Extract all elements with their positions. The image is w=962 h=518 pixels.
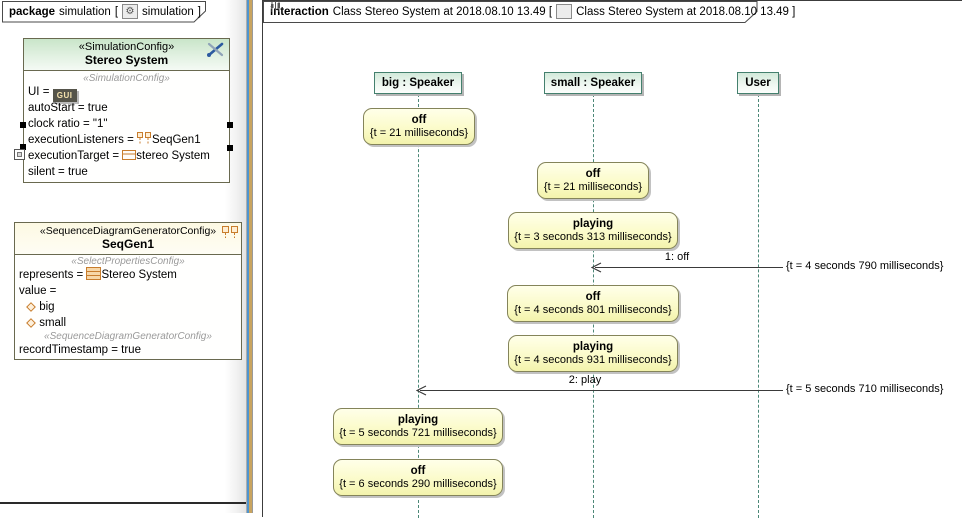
config-title: SeqGen1 bbox=[101, 237, 155, 251]
pane-splitter-tan[interactable] bbox=[249, 0, 252, 513]
state-big-off-2[interactable]: off {t = 6 seconds 290 milliseconds} bbox=[333, 459, 503, 496]
state-time: {t = 5 seconds 721 milliseconds} bbox=[339, 426, 497, 439]
value-option-small[interactable]: small bbox=[19, 315, 237, 331]
simulation-config-header[interactable]: «SimulationConfig» Stereo System bbox=[24, 39, 229, 71]
body-stereotype: «SimulationConfig» bbox=[83, 73, 170, 84]
state-name: off bbox=[410, 464, 426, 477]
message-2-line[interactable] bbox=[420, 390, 783, 391]
target-value: stereo System bbox=[136, 150, 210, 162]
value-option-big[interactable]: big bbox=[19, 299, 237, 315]
pane-splitter-line bbox=[246, 0, 247, 513]
select-properties-stereotype: «SelectPropertiesConfig» bbox=[71, 256, 185, 267]
class-stripes-icon bbox=[86, 267, 102, 285]
represents-value: Stereo System bbox=[101, 269, 177, 281]
state-big-playing[interactable]: playing {t = 5 seconds 721 milliseconds} bbox=[333, 408, 503, 445]
class-icon bbox=[122, 150, 137, 166]
property-record-timestamp[interactable]: recordTimestamp = true bbox=[19, 344, 141, 356]
simulation-config-box[interactable]: «SimulationConfig» Stereo System «Simula… bbox=[23, 38, 230, 183]
stereotype-label: «SimulationConfig» bbox=[78, 41, 175, 53]
message-1-time-constraint[interactable]: {t = 4 seconds 790 milliseconds} bbox=[786, 260, 944, 272]
gear-icon: ⚙ bbox=[122, 4, 139, 19]
state-small-off-1[interactable]: off {t = 21 milliseconds} bbox=[537, 162, 649, 199]
lifeline-head-user[interactable]: User bbox=[737, 72, 779, 94]
seqgen-config-box[interactable]: «SequenceDiagramGeneratorConfig» SeqGen1… bbox=[14, 222, 242, 360]
message-2-arrowhead bbox=[416, 385, 427, 396]
property-ui[interactable]: UI = GUI bbox=[28, 84, 225, 102]
bracket-open: [ bbox=[114, 5, 119, 18]
lifeline-label: User bbox=[745, 77, 771, 89]
message-1-line[interactable] bbox=[595, 267, 783, 268]
selection-handle[interactable] bbox=[227, 145, 233, 151]
property-represents[interactable]: represents = Stereo System bbox=[19, 267, 237, 283]
message-1-arrowhead bbox=[591, 262, 602, 273]
lifeline-line-big[interactable] bbox=[418, 94, 419, 518]
pane-splitter-gray bbox=[252, 0, 253, 513]
diamond-icon bbox=[26, 317, 36, 333]
state-time: {t = 4 seconds 931 milliseconds} bbox=[514, 353, 672, 366]
package-diagram-name: simulation bbox=[142, 5, 194, 18]
state-big-off-1[interactable]: off {t = 21 milliseconds} bbox=[363, 108, 475, 145]
state-time: {t = 21 milliseconds} bbox=[543, 180, 643, 193]
state-time: {t = 3 seconds 313 milliseconds} bbox=[514, 230, 672, 243]
lifeline-label: small : Speaker bbox=[550, 77, 636, 89]
state-small-playing-2[interactable]: playing {t = 4 seconds 931 milliseconds} bbox=[508, 335, 678, 372]
generator-stereotype: «SequenceDiagramGeneratorConfig» bbox=[44, 331, 212, 342]
sequence-diagram-icon bbox=[271, 1, 573, 19]
selection-handle[interactable] bbox=[20, 144, 26, 150]
state-name: playing bbox=[572, 217, 614, 230]
config-title: Stereo System bbox=[84, 53, 169, 67]
lifeline-line-user[interactable] bbox=[758, 94, 759, 518]
simulation-tools-icon bbox=[207, 42, 224, 57]
state-name: off bbox=[585, 167, 601, 180]
state-name: playing bbox=[397, 413, 439, 426]
property-value[interactable]: value = bbox=[19, 285, 57, 297]
package-pane-bottom-border bbox=[0, 502, 247, 504]
state-name: off bbox=[585, 290, 601, 303]
sequence-generator-icon bbox=[137, 132, 152, 150]
listeners-value: SeqGen1 bbox=[152, 134, 201, 146]
tab-outline bbox=[2, 1, 206, 23]
sequence-generator-icon bbox=[222, 226, 238, 242]
package-diagram-tab[interactable]: package simulation [ ⚙ simulation ] bbox=[2, 1, 206, 23]
diamond-icon bbox=[26, 301, 36, 317]
interaction-diagram-name: Class Stereo System at 2018.08.10 13.49 … bbox=[576, 5, 796, 18]
message-2-label[interactable]: 2: play bbox=[568, 374, 602, 386]
interaction-title: Class Stereo System at 2018.08.10 13.49 … bbox=[332, 5, 553, 18]
property-execution-target[interactable]: executionTarget = stereo System bbox=[28, 148, 225, 164]
selection-handle[interactable] bbox=[20, 122, 26, 128]
diagram-kind-label: interaction bbox=[270, 5, 329, 18]
pane-splitter-blue[interactable] bbox=[247, 0, 249, 513]
state-time: {t = 21 milliseconds} bbox=[369, 126, 469, 139]
state-small-off-2[interactable]: off {t = 4 seconds 801 milliseconds} bbox=[507, 285, 679, 322]
state-time: {t = 6 seconds 290 milliseconds} bbox=[339, 477, 497, 490]
property-clock-ratio[interactable]: clock ratio = "1" bbox=[28, 118, 108, 130]
state-time: {t = 4 seconds 801 milliseconds} bbox=[514, 303, 672, 316]
message-2-time-constraint[interactable]: {t = 5 seconds 710 milliseconds} bbox=[786, 383, 944, 395]
message-1-label[interactable]: 1: off bbox=[664, 251, 690, 263]
gui-icon: GUI bbox=[52, 89, 77, 102]
diagram-kind-label: package bbox=[9, 5, 56, 18]
property-execution-listeners[interactable]: executionListeners = SeqGen1 bbox=[28, 132, 225, 148]
bracket-close: ] bbox=[197, 5, 201, 18]
package-name: simulation bbox=[59, 5, 111, 18]
lifeline-label: big : Speaker bbox=[381, 77, 455, 89]
stereotype-label: «SequenceDiagramGeneratorConfig» bbox=[39, 225, 217, 237]
lifeline-head-small[interactable]: small : Speaker bbox=[544, 72, 642, 94]
element-badge-icon[interactable] bbox=[14, 149, 25, 160]
interaction-diagram-tab[interactable]: interaction Class Stereo System at 2018.… bbox=[263, 1, 795, 24]
selection-handle[interactable] bbox=[227, 122, 233, 128]
state-name: off bbox=[411, 113, 427, 126]
property-silent[interactable]: silent = true bbox=[28, 166, 88, 178]
lifeline-head-big[interactable]: big : Speaker bbox=[374, 72, 462, 94]
state-name: playing bbox=[572, 340, 614, 353]
seqgen-config-header[interactable]: «SequenceDiagramGeneratorConfig» SeqGen1 bbox=[15, 223, 241, 255]
sequence-diagram-pane[interactable]: interaction Class Stereo System at 2018.… bbox=[262, 0, 962, 518]
tab-outline bbox=[263, 1, 758, 23]
property-autostart[interactable]: autoStart = true bbox=[28, 102, 108, 114]
state-small-playing-1[interactable]: playing {t = 3 seconds 313 milliseconds} bbox=[508, 212, 678, 249]
